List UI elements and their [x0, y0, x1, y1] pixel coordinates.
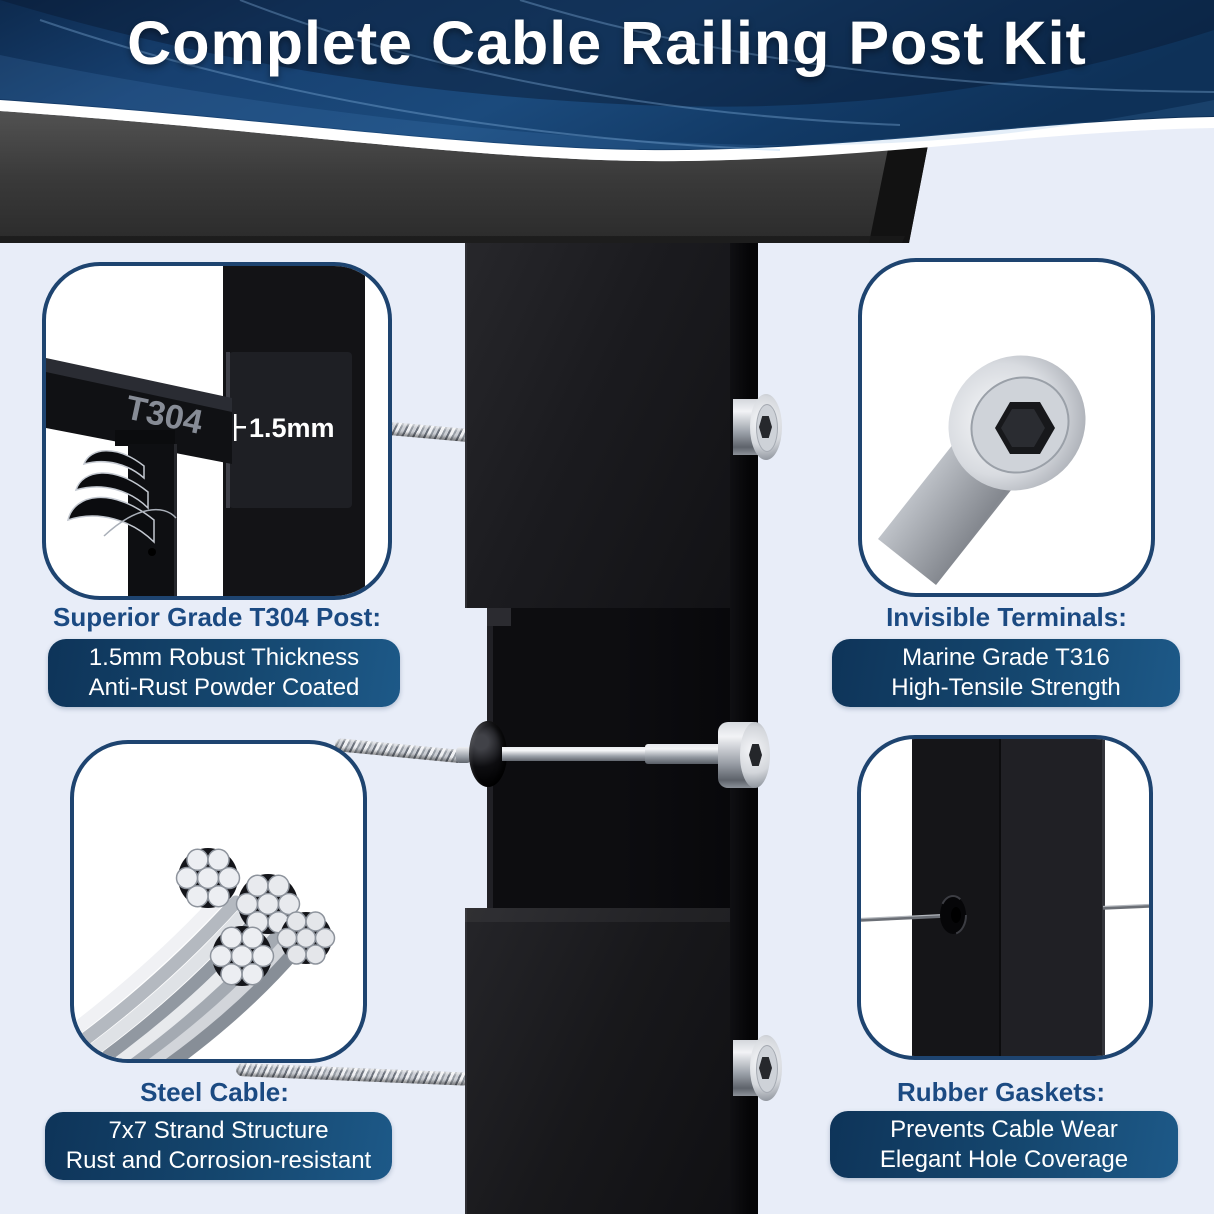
- rail-bracket: [115, 430, 175, 446]
- thin-cable-left: [861, 913, 946, 922]
- callout-post-photo: 1.5mm T304: [42, 262, 392, 600]
- rubber-gasket: [469, 721, 507, 787]
- post-cutaway-lip: [487, 608, 511, 626]
- cable-ferrule: [456, 747, 471, 763]
- steel-cable-middle-run: [334, 738, 468, 764]
- pill-terminal: Marine Grade T316 High-Tensile Strength: [832, 639, 1180, 707]
- heading-post: Superior Grade T304 Post:: [53, 602, 381, 632]
- metal-shavings: [66, 450, 177, 544]
- rail-end-cap: [869, 145, 928, 243]
- post-corner-line: [999, 739, 1001, 1056]
- thickness-label: 1.5mm: [249, 413, 335, 443]
- callout-terminal-photo: [858, 258, 1155, 597]
- callout-gasket-photo: [857, 735, 1153, 1060]
- pill-cable-line1: 7x7 Strand Structure: [108, 1117, 329, 1144]
- heading-cable: Steel Cable:: [140, 1077, 289, 1107]
- post-thickness-photo: 1.5mm T304: [46, 266, 365, 596]
- pill-gasket-line2: Elegant Hole Coverage: [879, 1145, 1129, 1173]
- rail-bottom-edge: [0, 236, 905, 243]
- pill-post: 1.5mm Robust Thickness Anti-Rust Powder …: [48, 639, 400, 707]
- post-side-face: [1000, 739, 1103, 1056]
- hex-socket-icon: [759, 416, 772, 438]
- post-wall-panel: [229, 352, 352, 508]
- pill-terminal-line1: Marine Grade T316: [902, 644, 1110, 671]
- terminal-stud-thin: [502, 747, 648, 761]
- post-upper-section: [465, 243, 730, 608]
- rail-top-bevel: [46, 358, 232, 414]
- post-lower-section: [465, 908, 730, 1214]
- hex-socket-icon: [749, 744, 762, 766]
- page-title: Complete Cable Railing Post Kit: [127, 9, 1087, 77]
- gasket-photo: [861, 739, 1149, 1056]
- strand-cross-sections: [175, 848, 336, 986]
- pill-post-line2: Anti-Rust Powder Coated: [88, 674, 360, 701]
- screw-hole: [148, 548, 156, 556]
- rail-front-face: [46, 372, 232, 464]
- cable-strands-photo: [74, 848, 336, 1059]
- pill-gasket-line1: Prevents Cable Wear: [890, 1115, 1118, 1143]
- pill-gasket: Prevents Cable Wear Elegant Hole Coverag…: [830, 1111, 1178, 1178]
- top-rail: [0, 111, 928, 243]
- post-column-edge: [174, 444, 177, 596]
- pill-cable-line2: Rust and Corrosion-resistant: [65, 1147, 372, 1174]
- heading-gasket: Rubber Gaskets:: [896, 1077, 1106, 1107]
- hex-socket-inner: [1001, 409, 1045, 447]
- heading-terminal: Invisible Terminals:: [886, 602, 1127, 632]
- terminal-photo: [878, 355, 1086, 585]
- pill-post-line1: 1.5mm Robust Thickness: [88, 644, 360, 671]
- thickness-measure: 1.5mm: [234, 413, 335, 443]
- post-edge-highlight: [1102, 739, 1105, 1056]
- pill-cable: 7x7 Strand Structure Rust and Corrosion-…: [45, 1112, 392, 1180]
- grommet-hole: [951, 907, 961, 923]
- thin-cable-right: [1102, 903, 1149, 910]
- terminal-stud-thick: [645, 744, 725, 764]
- pill-terminal-line2: High-Tensile Strength: [891, 674, 1121, 701]
- callout-cable-photo: [70, 740, 367, 1063]
- hex-socket-icon: [759, 1057, 772, 1079]
- grommet-highlight: [939, 895, 967, 935]
